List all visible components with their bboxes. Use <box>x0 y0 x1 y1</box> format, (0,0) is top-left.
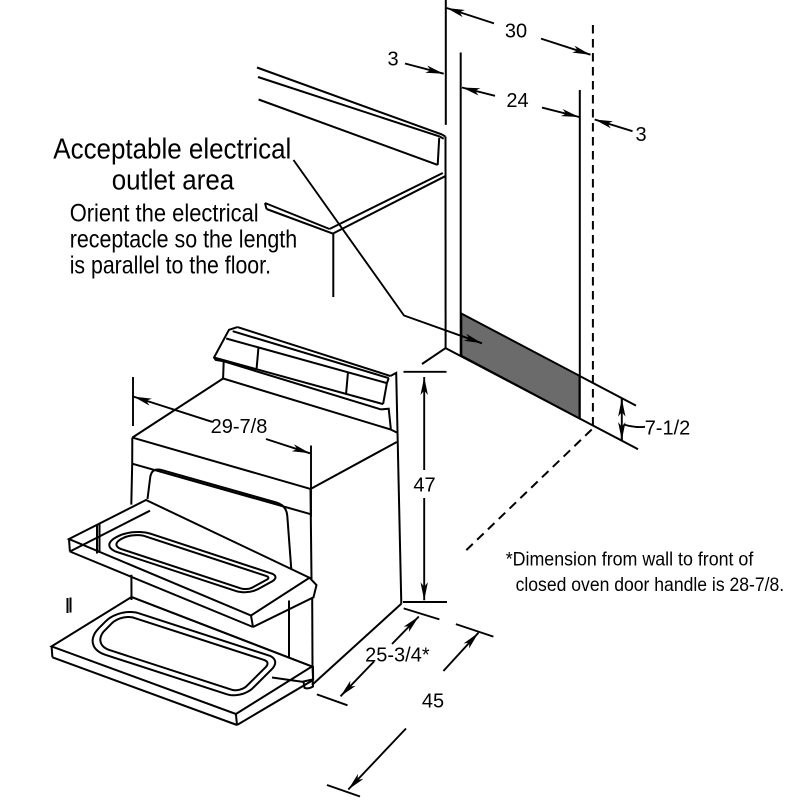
svg-text:Orient the electrical: Orient the electrical <box>70 200 259 228</box>
svg-text:25-3/4*: 25-3/4* <box>365 645 430 667</box>
svg-text:receptacle so the length: receptacle so the length <box>70 225 297 253</box>
svg-text:7-1/2: 7-1/2 <box>645 418 691 440</box>
svg-text:*Dimension from wall to front: *Dimension from wall to front of <box>506 549 754 571</box>
svg-text:30: 30 <box>505 21 527 43</box>
svg-text:3: 3 <box>635 124 646 146</box>
svg-text:47: 47 <box>413 475 435 497</box>
svg-text:24: 24 <box>506 90 528 112</box>
svg-text:outlet area: outlet area <box>112 165 235 197</box>
svg-text:is parallel to the floor.: is parallel to the floor. <box>70 252 271 280</box>
svg-text:Acceptable electrical: Acceptable electrical <box>53 134 291 166</box>
svg-text:3: 3 <box>387 49 398 71</box>
svg-text:29-7/8: 29-7/8 <box>211 416 268 438</box>
svg-text:closed oven door handle is 28-: closed oven door handle is 28-7/8. <box>516 574 785 596</box>
svg-text:45: 45 <box>422 690 444 712</box>
